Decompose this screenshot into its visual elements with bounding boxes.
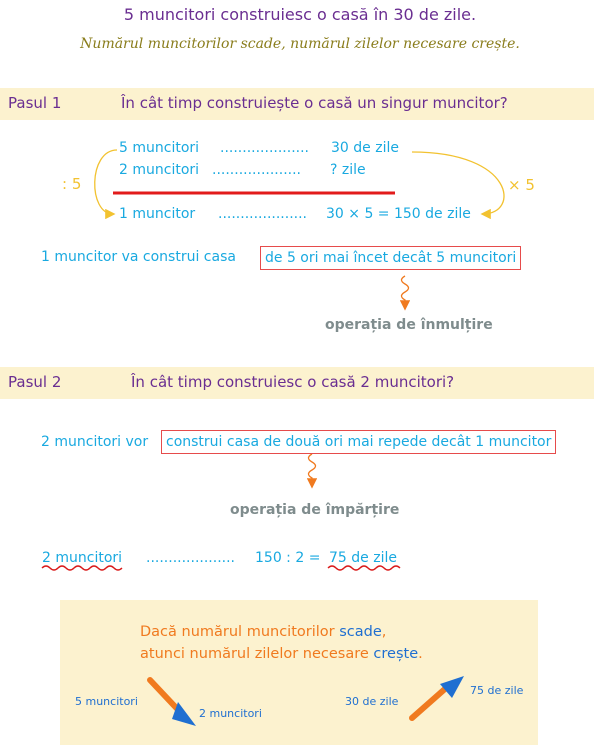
- step2-label: Pasul 2: [8, 373, 62, 391]
- step1-bar: [0, 88, 594, 120]
- step2-conclusion-box: construi casa de două ori mai repede dec…: [161, 430, 557, 454]
- step2-question: În cât timp construiesc o casă 2 muncito…: [131, 373, 455, 391]
- step2-bar: [0, 367, 594, 399]
- step1-conclusion-box: de 5 ori mai încet decât 5 muncitori: [260, 246, 522, 270]
- summary-line1: Dacă numărul muncitorilor scade,: [140, 624, 386, 640]
- divide-label: : 5: [62, 175, 82, 193]
- step1-label: Pasul 1: [8, 94, 62, 112]
- summary-line2-c: .: [418, 646, 423, 662]
- summary-line2-b: crește: [373, 646, 419, 662]
- step1-line1-dots: ....................: [220, 140, 310, 156]
- step1-line2-left: 2 muncitori: [119, 162, 200, 178]
- page-subtitle: Numărul muncitorilor scade, numărul zile…: [80, 36, 520, 52]
- step2-operation: operația de împărțire: [230, 502, 400, 518]
- step2-result-dots: ....................: [146, 550, 236, 566]
- step2-result-left: 2 muncitori: [42, 550, 123, 566]
- step1-conclusion-prefix: 1 muncitor va construi casa: [41, 249, 236, 265]
- wavy-underline-2: [327, 565, 401, 571]
- summary-right-from: 30 de zile: [345, 695, 399, 708]
- squiggle-1: [399, 275, 411, 311]
- right-bracket: [411, 151, 505, 220]
- step1-line2-right: ? zile: [330, 162, 366, 178]
- left-bracket: [94, 149, 118, 220]
- step1-line3-right: 30 × 5 = 150 de zile: [326, 206, 471, 222]
- step2-conclusion-prefix: 2 muncitori vor: [41, 434, 149, 450]
- step1-operation: operația de înmulțire: [325, 317, 493, 333]
- decrease-arrow-icon: [147, 677, 196, 726]
- squiggle-2: [306, 453, 318, 489]
- summary-left-to: 2 muncitori: [199, 707, 262, 720]
- step1-line1-right: 30 de zile: [331, 140, 399, 156]
- page-title: 5 muncitori construiesc o casă în 30 de …: [123, 5, 477, 24]
- summary-panel: [60, 600, 538, 745]
- step1-line3-dots: ....................: [218, 206, 308, 222]
- summary-line2: atunci numărul zilelor necesare crește.: [140, 646, 423, 662]
- summary-right-to: 75 de zile: [470, 684, 524, 697]
- step1-line2-dots: ....................: [212, 162, 302, 178]
- summary-line1-a: Dacă numărul muncitorilor: [140, 624, 335, 640]
- summary-left-from: 5 muncitori: [75, 695, 138, 708]
- summary-line2-a: atunci numărul zilelor necesare: [140, 646, 369, 662]
- summary-line1-b: scade: [339, 624, 382, 640]
- step1-question: În cât timp construiește o casă un singu…: [121, 94, 508, 112]
- step2-result-right: 75 de zile: [329, 550, 397, 566]
- increase-arrow-icon: [409, 676, 464, 721]
- step1-line1-left: 5 muncitori: [119, 140, 200, 156]
- step2-result-mid: 150 : 2 =: [255, 550, 321, 566]
- wavy-underline-1: [41, 565, 123, 571]
- summary-line1-c: ,: [381, 624, 387, 640]
- multiply-label: × 5: [508, 176, 535, 194]
- step1-line3-left: 1 muncitor: [119, 206, 196, 222]
